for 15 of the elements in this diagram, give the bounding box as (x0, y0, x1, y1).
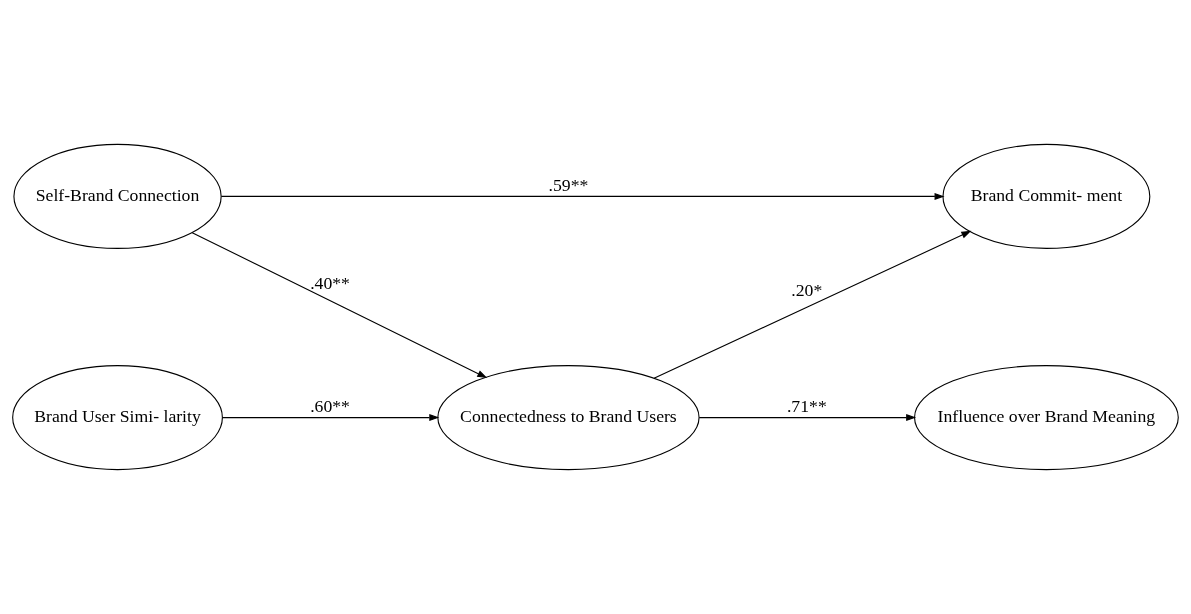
edge-label: .20* (791, 279, 823, 300)
arrow (221, 414, 440, 422)
node-ellipse: Brand Commit- ment (942, 143, 1151, 249)
arrow (653, 230, 972, 379)
edge-label: .60** (310, 395, 350, 416)
edge-label: .40** (310, 273, 350, 294)
edge-label: .71** (786, 395, 827, 416)
node-ellipse: Self-Brand Connection (13, 143, 222, 249)
node-ellipse: Brand User Simi- larity (12, 365, 223, 471)
arrow (698, 414, 917, 422)
node-ellipse: Influence over Brand Meaning (914, 365, 1179, 471)
node-ellipse: Connectedness to Brand Users (437, 365, 700, 471)
arrow (191, 232, 488, 379)
arrow (220, 192, 945, 200)
edge-label: .59** (548, 174, 589, 195)
